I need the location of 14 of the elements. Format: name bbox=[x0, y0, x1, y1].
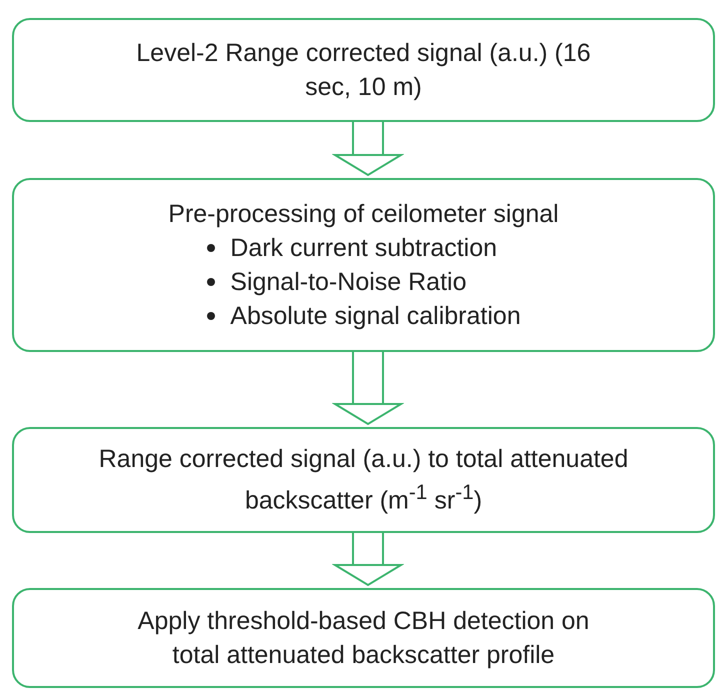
bullet-item: Signal-to-Noise Ratio bbox=[230, 267, 466, 298]
bullet-item: Dark current subtraction bbox=[230, 233, 498, 264]
block-arrow bbox=[334, 121, 402, 176]
step-text: Range corrected signal (a.u.) to total attenuated backscatter (m$^{-1}$ sr$^{-1}$) bbox=[98, 444, 630, 517]
step-text: Level-2 Range corrected signal (a.u.) (16 sec, 10 m) bbox=[135, 38, 592, 103]
block-arrow bbox=[334, 532, 402, 586]
block-arrow bbox=[334, 351, 402, 425]
process-box bbox=[12, 18, 715, 122]
bullet-item: Absolute signal calibration bbox=[230, 301, 521, 332]
process-box bbox=[12, 178, 715, 352]
process-box bbox=[12, 427, 715, 533]
process-box bbox=[12, 588, 715, 688]
step-text: Pre-processing of ceilometer signal bbox=[168, 199, 559, 230]
step-text: Apply threshold-based CBH detection on total attenuated backscatter profile bbox=[136, 606, 590, 671]
